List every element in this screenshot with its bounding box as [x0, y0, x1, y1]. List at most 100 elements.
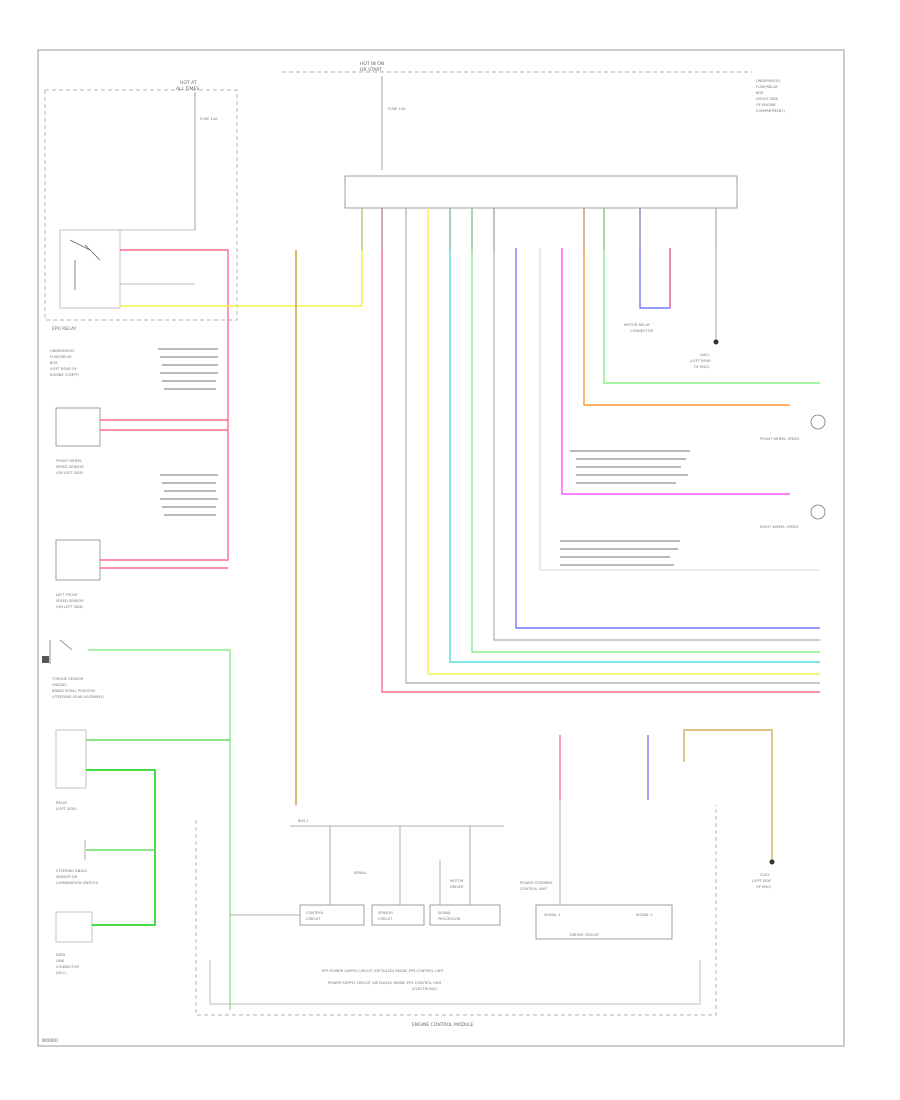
eps-interior-blocks: CONTROL CIRCUIT SENSOR CIRCUIT SIGNAL PR…	[299, 904, 673, 940]
bus-label: BUS 1	[298, 819, 309, 823]
svg-text:COMBINATION SWITCH): COMBINATION SWITCH)	[56, 881, 99, 885]
sub-relay: RELAY (LEFT SIDE)	[55, 729, 87, 811]
svg-text:RELAY: RELAY	[56, 801, 68, 805]
svg-text:BOX: BOX	[756, 91, 764, 95]
svg-text:PROCESSOR: PROCESSOR	[438, 917, 461, 921]
svg-text:POWER SUPPLY CIRCUIT (DETAILED: POWER SUPPLY CIRCUIT (DETAILED) INSIDE E…	[328, 981, 443, 985]
eps-connections	[230, 800, 561, 916]
svg-text:MOTOR: MOTOR	[450, 879, 464, 883]
svg-text:POWER STEERING: POWER STEERING	[520, 881, 553, 885]
left-front-speed-sensor	[55, 539, 101, 581]
svg-text:SERIAL: SERIAL	[354, 871, 367, 875]
main-bar-stubs	[361, 208, 717, 250]
svg-text:TORQUE SENSOR: TORQUE SENSOR	[51, 677, 84, 681]
epu-relay: EPU RELAY	[52, 229, 121, 332]
wire-green-right	[471, 208, 820, 653]
fuse-a-label: FUSE 10A	[200, 117, 218, 121]
wire-pink-left	[100, 249, 229, 561]
wire-yellow-right	[427, 208, 820, 675]
svg-text:OF ENG): OF ENG)	[694, 365, 710, 369]
main-connector-bar	[344, 175, 738, 209]
svg-text:SPEED SENSOR: SPEED SENSOR	[56, 599, 84, 603]
torque-sensor: TORQUE SENSOR (INSIDE) BRAKE PEDAL POSIT…	[42, 639, 104, 699]
left-wheel-sensor-label: LEFT FRONT SPEED SENSOR (ON LEFT SIDE)	[56, 593, 84, 609]
svg-text:(LEFT SIDE: (LEFT SIDE	[752, 879, 772, 883]
svg-text:OF ENGINE: OF ENGINE	[756, 103, 777, 107]
svg-text:ENGINE COMPT): ENGINE COMPT)	[50, 373, 80, 377]
left-pin-notes	[158, 348, 218, 516]
svg-text:(ON LEFT SIDE): (ON LEFT SIDE)	[56, 471, 84, 475]
svg-text:CONTROL UNIT: CONTROL UNIT	[520, 887, 548, 891]
wire-orange	[583, 208, 790, 406]
svg-text:CONNECTOR: CONNECTOR	[56, 965, 80, 969]
svg-text:COMPARTMENT): COMPARTMENT)	[756, 109, 786, 113]
svg-text:LEFT FRONT: LEFT FRONT	[56, 593, 79, 597]
svg-text:CONNECTOR: CONNECTOR	[630, 329, 654, 333]
svg-text:FUSE/RELAY: FUSE/RELAY	[50, 355, 72, 359]
svg-text:UNDERHOOD: UNDERHOOD	[756, 79, 780, 83]
wire-cyan	[449, 208, 820, 663]
svg-text:(STEERING GEAR ASSEMBLY): (STEERING GEAR ASSEMBLY)	[52, 695, 104, 699]
wire-gray2	[493, 208, 820, 641]
eps-inner-frame	[209, 960, 701, 1005]
fuse-b-label: FUSE 10A	[388, 107, 406, 111]
svg-text:(ON LEFT SIDE): (ON LEFT SIDE)	[56, 605, 84, 609]
eps-side-labels: SERIAL MOTOR DRIVER POWER STEERING CONTR…	[354, 871, 553, 891]
wire-tan-right	[683, 729, 773, 860]
eps-unit-frame	[195, 805, 717, 1016]
svg-text:(LEFT REAR OF: (LEFT REAR OF	[50, 367, 77, 371]
svg-text:CIRCUIT: CIRCUIT	[306, 917, 321, 921]
right-pin-notes	[560, 450, 690, 566]
svg-text:DRIVER CIRCUIT: DRIVER CIRCUIT	[570, 933, 600, 937]
svg-text:BOX: BOX	[50, 361, 58, 365]
svg-text:G401: G401	[700, 353, 710, 357]
svg-text:(RIGHT SIDE: (RIGHT SIDE	[756, 97, 779, 101]
svg-text:FRONT WHEEL: FRONT WHEEL	[56, 459, 82, 463]
svg-text:(INSIDE): (INSIDE)	[52, 683, 68, 687]
motor-relay-connector: MOTOR RELAY CONNECTOR	[624, 323, 654, 333]
wire-yellow-relay	[120, 208, 363, 307]
svg-text:CONTROL: CONTROL	[306, 911, 324, 915]
underhood-box-right-label: UNDERHOOD FUSE/RELAY BOX (RIGHT SIDE OF …	[756, 79, 786, 113]
wire-blue	[515, 248, 820, 629]
bottom-frame-label: ENGINE CONTROL MODULE	[412, 1022, 474, 1028]
steering-angle-sensor: STEERING ANGLE SENSOR (IN COMBINATION SW…	[56, 840, 99, 885]
svg-text:RIGHT WHEEL SPEED: RIGHT WHEEL SPEED	[760, 525, 798, 529]
wire-pink-bottom	[381, 208, 820, 693]
svg-text:STEERING ANGLE: STEERING ANGLE	[56, 869, 88, 873]
svg-text:FUSE/RELAY: FUSE/RELAY	[756, 85, 778, 89]
ground-g102: G102 (LEFT SIDE OF ENG)	[752, 859, 775, 889]
svg-text:CIRCUIT: CIRCUIT	[378, 917, 393, 921]
svg-text:G102: G102	[760, 873, 770, 877]
wire-blue-pair	[639, 208, 671, 309]
wire-green-brake	[88, 649, 231, 1010]
svg-text:EPU RELAY: EPU RELAY	[52, 326, 77, 332]
svg-text:(LEFT REAR: (LEFT REAR	[690, 359, 711, 363]
svg-text:SENSOR (IN: SENSOR (IN	[56, 875, 77, 879]
underhood-box-left-label: UNDERHOOD FUSE/RELAY BOX (LEFT REAR OF E…	[50, 349, 80, 377]
diagram-code: W0000	[42, 1038, 58, 1044]
svg-text:EPS POWER SUPPLY CIRCUIT (DETA: EPS POWER SUPPLY CIRCUIT (DETAILED) INSI…	[322, 969, 445, 973]
eps-module-notes: EPS POWER SUPPLY CIRCUIT (DETAILED) INSI…	[322, 969, 445, 991]
svg-text:LINK: LINK	[56, 959, 65, 963]
wire-green-dlc	[86, 769, 156, 926]
wire-lightgreen	[603, 208, 820, 384]
svg-text:(DLC): (DLC)	[56, 971, 67, 975]
svg-text:BRAKE PEDAL POSITION: BRAKE PEDAL POSITION	[52, 689, 95, 693]
hot-in-on-label-1: HOT IN ON	[360, 61, 384, 67]
diagram-frame	[37, 49, 845, 1047]
svg-text:(ELECTRONIC): (ELECTRONIC)	[412, 987, 438, 991]
wire-magenta	[561, 248, 790, 495]
svg-text:FRONT WHEEL SPEED: FRONT WHEEL SPEED	[760, 437, 799, 441]
svg-text:MOTOR RELAY: MOTOR RELAY	[624, 323, 651, 327]
svg-text:OF ENG): OF ENG)	[756, 885, 772, 889]
svg-text:DATA: DATA	[56, 953, 66, 957]
svg-text:SIGNAL: SIGNAL	[438, 911, 451, 915]
right-sensor-circles: FRONT WHEEL SPEED RIGHT WHEEL SPEED	[760, 414, 826, 529]
svg-text:SENSOR: SENSOR	[378, 911, 393, 915]
svg-text:DRIVER: DRIVER	[450, 885, 464, 889]
ground-g401: G401 (LEFT REAR OF ENG)	[690, 339, 719, 369]
wire-gray	[405, 208, 820, 684]
wire-gray-thin	[539, 248, 820, 571]
